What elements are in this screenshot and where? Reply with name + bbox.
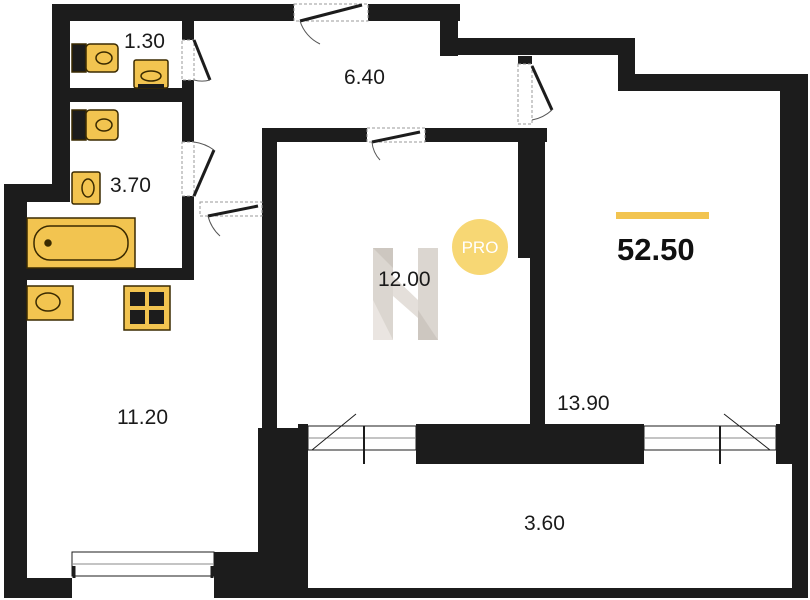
bathtub-icon — [26, 217, 136, 269]
wall-balcony-left — [298, 424, 308, 598]
window-icon — [643, 413, 777, 464]
wall-right-balcony — [792, 424, 808, 598]
sink-icon — [133, 59, 169, 89]
wall-bedroom-top-right — [425, 128, 547, 142]
toilet-icon — [71, 43, 119, 73]
windows — [71, 413, 777, 578]
door-icon — [181, 141, 216, 197]
room-area-bedroom: 12.00 — [378, 268, 431, 291]
wall-top-right — [618, 74, 808, 91]
wall-bedroom-right-thin — [530, 258, 545, 428]
sink-icon — [71, 171, 101, 205]
pro-badge-text: PRO — [462, 238, 499, 257]
room-area-hall: 6.40 — [344, 66, 385, 89]
door-icon — [199, 201, 263, 237]
wall-bedroom-top-left — [262, 128, 367, 142]
logo-watermark-icon — [373, 248, 438, 340]
room-area-bath: 3.70 — [110, 174, 151, 197]
door-icon — [293, 3, 369, 45]
wall-kitchen-step — [262, 200, 277, 218]
window-icon — [71, 551, 215, 578]
total-area: 52.50 — [617, 232, 695, 267]
wall-balcony-top-mid — [416, 424, 644, 464]
wall-right — [780, 74, 808, 424]
wall-bath-right2 — [182, 196, 194, 276]
toilet-icon — [71, 109, 119, 141]
stove-icon — [123, 285, 171, 331]
wall-kitchen-right — [258, 428, 298, 552]
door-icon — [366, 127, 426, 161]
wall-wc-right — [182, 20, 194, 40]
wall-top-step2 — [440, 38, 635, 55]
room-area-balcony: 3.60 — [524, 512, 565, 535]
wall-top-left — [52, 4, 294, 21]
wall-wc-bottom — [52, 88, 192, 102]
doors — [181, 3, 554, 237]
room-area-living: 13.90 — [557, 392, 610, 415]
sink-icon — [26, 285, 74, 321]
room-area-wc: 1.30 — [124, 30, 165, 53]
walls — [4, 4, 808, 598]
wall-bottom-balcony — [298, 588, 808, 598]
wall-bath-bottom — [27, 268, 194, 280]
total-accent-bar — [616, 212, 709, 219]
room-area-kitchen: 11.20 — [117, 406, 168, 429]
wall-bottom-mid — [214, 552, 298, 598]
door-icon — [181, 39, 212, 82]
wall-wc-right2 — [182, 80, 194, 102]
wall-balcony-top-right — [776, 424, 808, 464]
wall-bedroom-right — [518, 128, 545, 258]
fixtures — [26, 43, 171, 331]
pro-badge: PRO — [452, 219, 508, 275]
door-icon — [517, 63, 554, 125]
wall-living-entry — [518, 56, 532, 64]
wall-bedroom-left — [262, 128, 277, 428]
window-icon — [307, 413, 417, 464]
wall-bath-right — [182, 100, 194, 142]
wall-bottom-left — [4, 578, 72, 598]
wall-left-lower — [4, 184, 27, 598]
wall-top-mid — [368, 4, 460, 21]
